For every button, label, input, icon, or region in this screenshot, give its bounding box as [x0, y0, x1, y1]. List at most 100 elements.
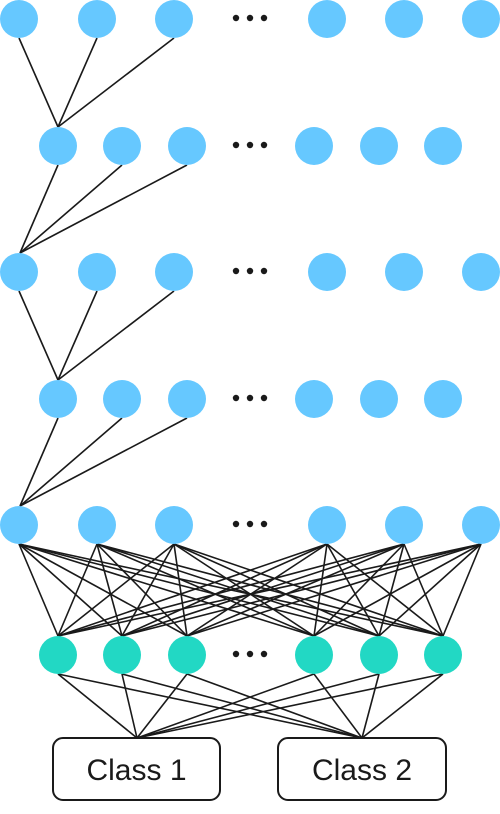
layer-2-node	[103, 127, 141, 165]
edge	[136, 673, 444, 739]
feature-layer-node	[295, 636, 333, 674]
edge	[57, 543, 405, 637]
edge	[57, 290, 175, 381]
layer-2-node	[295, 127, 333, 165]
layer-5-node	[0, 506, 38, 544]
edge	[442, 543, 482, 637]
edge	[326, 543, 380, 637]
layer-4-node	[168, 380, 206, 418]
edge	[313, 673, 363, 739]
edge	[186, 543, 328, 637]
edge	[173, 543, 380, 637]
ellipsis-dot	[232, 520, 240, 528]
edge	[121, 673, 363, 739]
edge	[121, 673, 138, 739]
edge	[57, 37, 175, 128]
edge	[173, 543, 444, 637]
edge	[173, 543, 315, 637]
layer-2-node	[424, 127, 462, 165]
ellipsis-dot	[246, 520, 254, 528]
layer-4-node	[103, 380, 141, 418]
feature-layer-node	[103, 636, 141, 674]
layer-1-node	[385, 0, 423, 38]
layer-3-node	[308, 253, 346, 291]
ellipsis-dot	[232, 267, 240, 275]
edge	[18, 543, 380, 637]
layer-4-node	[295, 380, 333, 418]
edge	[313, 543, 328, 637]
edge	[57, 673, 363, 739]
layer-3-node	[385, 253, 423, 291]
layer-5-node	[308, 506, 346, 544]
layer-4-node	[360, 380, 398, 418]
edge	[136, 673, 380, 739]
feature-layer-node	[424, 636, 462, 674]
layer-5-node	[462, 506, 500, 544]
output-label-class-1: Class 1	[86, 754, 186, 787]
edge	[361, 673, 444, 739]
output-class-1: Class 1	[52, 737, 221, 801]
edge	[57, 673, 138, 739]
layer-1-node	[462, 0, 500, 38]
edge	[121, 543, 405, 637]
layer-1-node	[0, 0, 38, 38]
layer-5-node	[78, 506, 116, 544]
edge	[186, 673, 363, 739]
edge	[96, 543, 315, 637]
layer-1-node	[308, 0, 346, 38]
edge	[18, 543, 315, 637]
edge	[57, 543, 328, 637]
ellipsis-dot	[232, 141, 240, 149]
edge	[57, 37, 98, 128]
layer-2-node	[168, 127, 206, 165]
layer-2-node	[39, 127, 77, 165]
edge	[313, 543, 482, 637]
ellipsis-dot	[260, 14, 268, 22]
edge	[186, 543, 405, 637]
edge	[19, 417, 188, 507]
feature-layer-node	[360, 636, 398, 674]
edge-layer	[18, 37, 482, 739]
ellipsis-dot	[232, 394, 240, 402]
layer-3-node	[78, 253, 116, 291]
edge	[361, 673, 380, 739]
edge	[18, 37, 59, 128]
layer-4-node	[424, 380, 462, 418]
edge	[57, 290, 98, 381]
output-box-class-1	[52, 737, 221, 801]
layer-5-node	[385, 506, 423, 544]
layer-3-node	[155, 253, 193, 291]
edge	[57, 543, 482, 637]
feature-layer-node	[168, 636, 206, 674]
layer-1-node	[78, 0, 116, 38]
edge	[57, 543, 98, 637]
edge	[136, 673, 315, 739]
edge	[18, 290, 59, 381]
edge	[121, 543, 482, 637]
edge	[19, 417, 123, 507]
ellipsis-dot	[246, 141, 254, 149]
edge	[18, 543, 59, 637]
edge	[96, 543, 188, 637]
output-box-class-2	[277, 737, 447, 801]
ellipsis-dot	[260, 394, 268, 402]
layer-4-node	[39, 380, 77, 418]
feature-layer-node	[39, 636, 77, 674]
edge	[378, 543, 482, 637]
edge	[19, 417, 59, 507]
edge	[186, 543, 482, 637]
ellipsis-dot	[246, 650, 254, 658]
edge	[19, 164, 59, 254]
ellipsis-dot	[246, 14, 254, 22]
edge	[378, 543, 405, 637]
layer-5-node	[155, 506, 193, 544]
node-layer	[0, 0, 500, 674]
ellipsis-dot	[246, 267, 254, 275]
ellipsis-dot	[246, 394, 254, 402]
edge	[18, 543, 188, 637]
layer-1-node	[155, 0, 193, 38]
edge	[19, 164, 188, 254]
edge	[136, 673, 188, 739]
ellipsis-dot	[260, 520, 268, 528]
